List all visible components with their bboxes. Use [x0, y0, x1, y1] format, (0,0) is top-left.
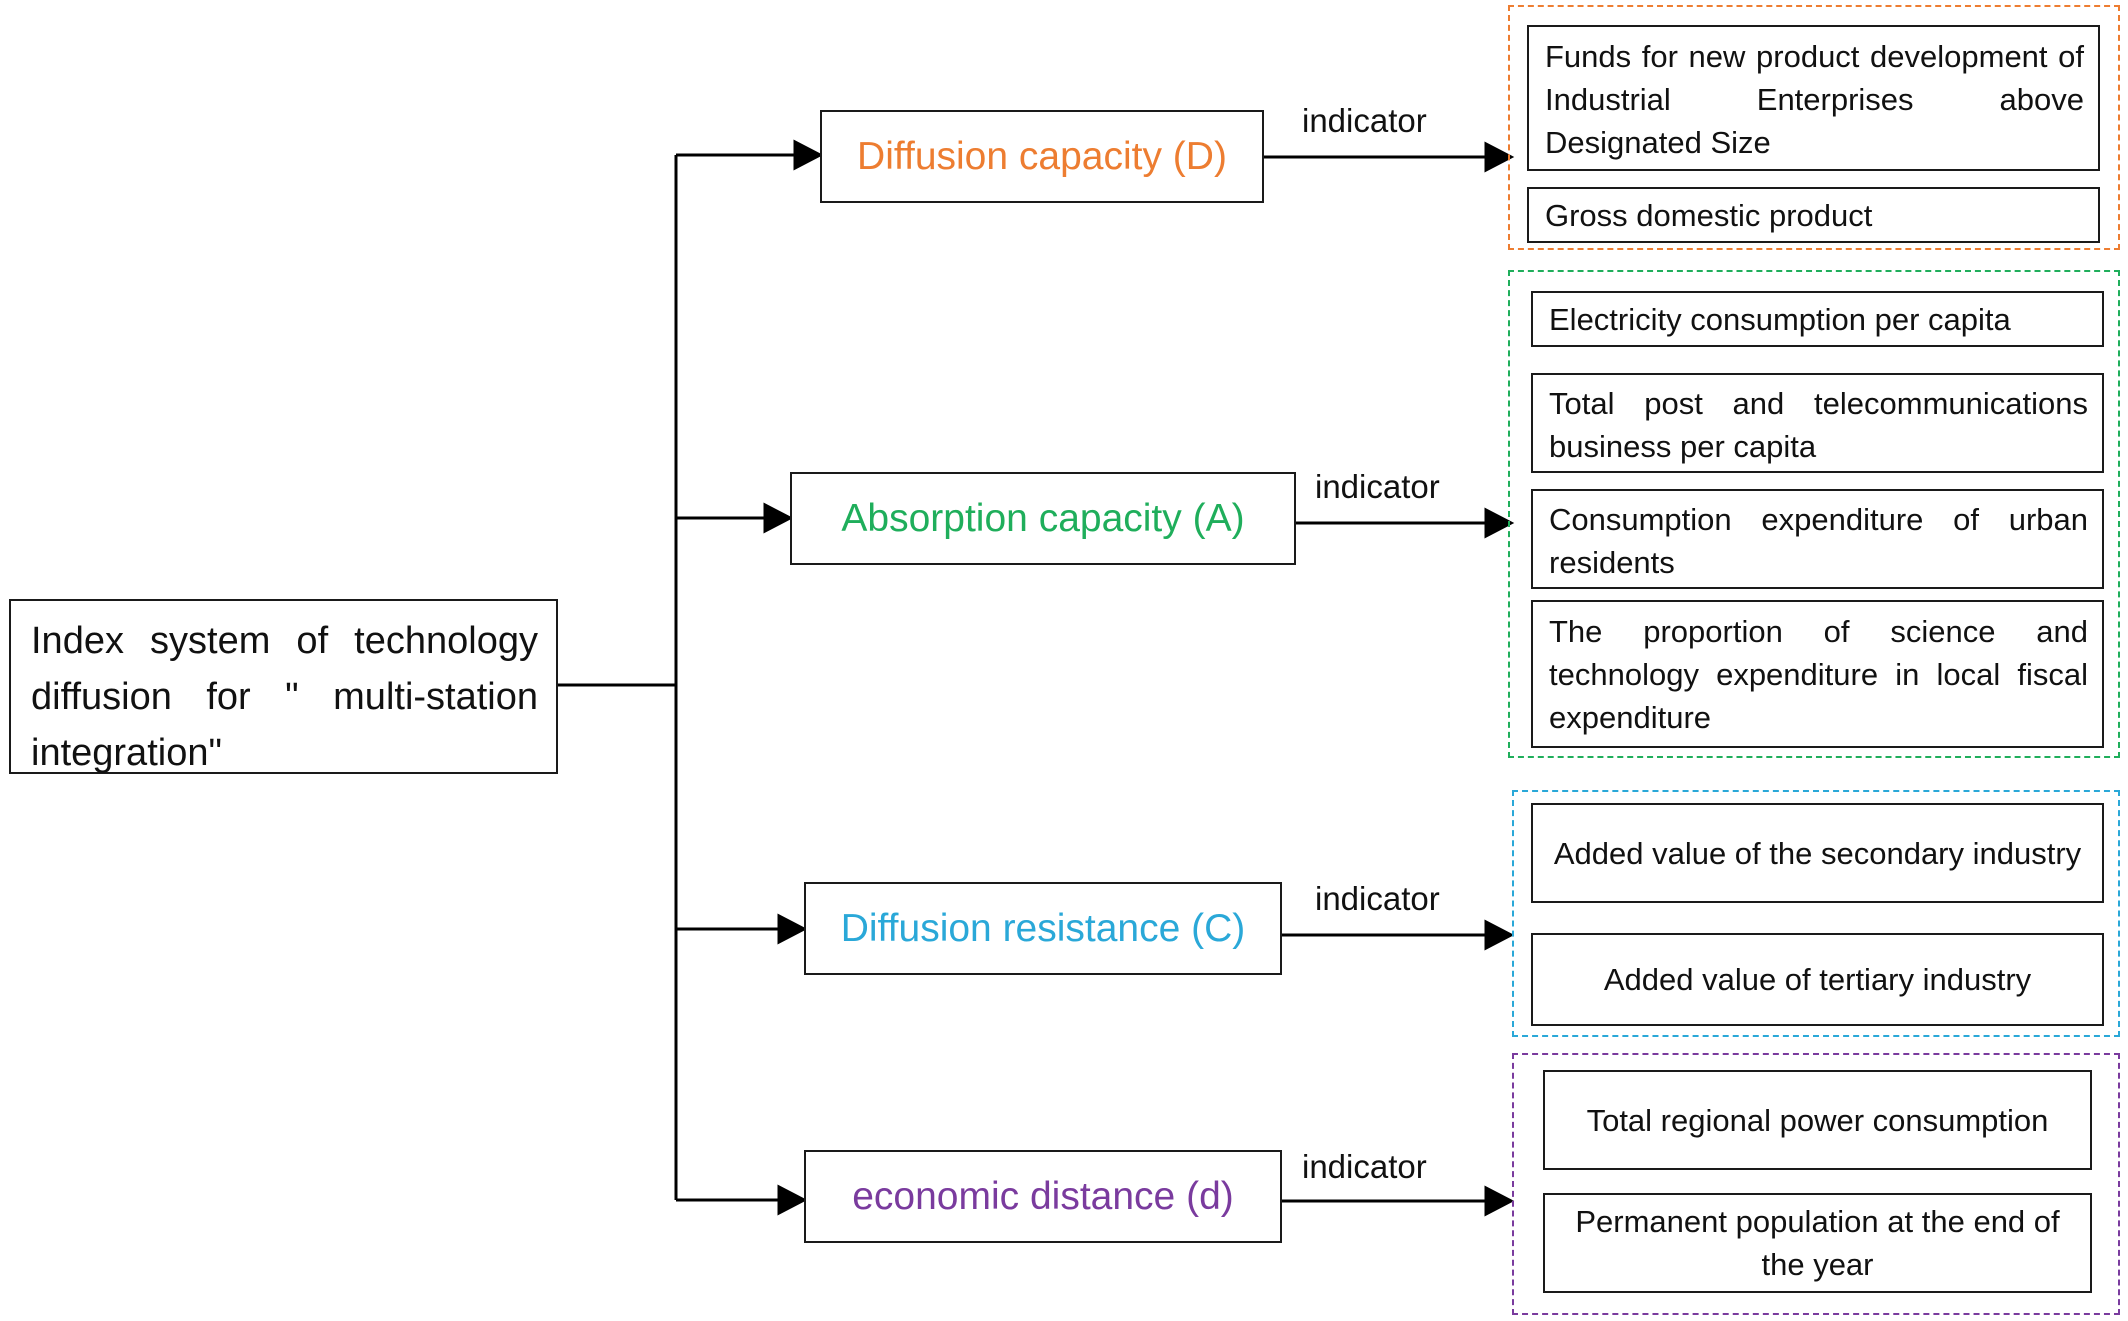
indicator-label: Added value of the secondary industry: [1553, 835, 2082, 871]
indicator-box-electricity-per-capita: Electricity consumption per capita: [1531, 291, 2104, 347]
indicator-label: The proportion of science and technology…: [1549, 614, 2088, 735]
edge-label-absorption-capacity: indicator: [1315, 468, 1440, 505]
indicator-group-diffusion-capacity: [1508, 5, 2120, 250]
indicator-group-absorption-capacity: [1508, 270, 2120, 758]
indicator-arrowhead-diffusion-resistance: [1484, 919, 1515, 951]
indicator-label: Consumption expenditure of urban residen…: [1549, 502, 2088, 580]
indicator-label: Gross domestic product: [1545, 198, 1873, 233]
indicator-box-new-product-funds: Funds for new product development of Ind…: [1527, 25, 2100, 171]
indicator-box-secondary-industry: Added value of the secondary industry: [1531, 803, 2104, 903]
indicator-label: Added value of tertiary industry: [1603, 962, 2032, 997]
indicator-label: Total post and telecommunications busine…: [1549, 386, 2088, 464]
root-node: Index system of technology diffusion for…: [9, 599, 558, 774]
edge-label-diffusion-capacity: indicator: [1302, 102, 1427, 139]
indicator-group-economic-distance: [1512, 1053, 2120, 1315]
indicator-label: Total regional power consumption: [1586, 1102, 2049, 1138]
category-label-diffusion-capacity: Diffusion capacity (D): [857, 134, 1227, 178]
indicator-arrowhead-diffusion-capacity: [1484, 141, 1515, 173]
arrowhead-absorption-capacity: [763, 502, 794, 534]
indicator-box-urban-consumption: Consumption expenditure of urban residen…: [1531, 489, 2104, 589]
category-node-diffusion-resistance: Diffusion resistance (C): [804, 882, 1282, 975]
indicator-box-science-tech-expenditure: The proportion of science and technology…: [1531, 600, 2104, 748]
category-label-absorption-capacity: Absorption capacity (A): [841, 496, 1245, 540]
category-node-diffusion-capacity: Diffusion capacity (D): [820, 110, 1264, 203]
indicator-box-regional-power: Total regional power consumption: [1543, 1070, 2092, 1170]
indicator-box-post-telecom: Total post and telecommunications busine…: [1531, 373, 2104, 473]
category-node-absorption-capacity: Absorption capacity (A): [790, 472, 1296, 565]
indicator-box-tertiary-industry: Added value of tertiary industry: [1531, 933, 2104, 1026]
edge-label-economic-distance: indicator: [1302, 1148, 1427, 1185]
indicator-label: Funds for new product development of Ind…: [1545, 39, 2084, 160]
arrowhead-diffusion-capacity: [793, 139, 824, 171]
edge-label-diffusion-resistance: indicator: [1315, 880, 1440, 917]
indicator-box-permanent-population: Permanent population at the end of the y…: [1543, 1193, 2092, 1293]
indicator-label: Electricity consumption per capita: [1549, 302, 2011, 337]
category-label-diffusion-resistance: Diffusion resistance (C): [840, 906, 1246, 950]
indicator-arrowhead-absorption-capacity: [1484, 507, 1515, 539]
category-label-economic-distance: economic distance (d): [852, 1174, 1234, 1218]
arrowhead-economic-distance: [777, 1184, 808, 1216]
arrowhead-diffusion-resistance: [777, 913, 808, 945]
indicator-box-gdp: Gross domestic product: [1527, 187, 2100, 243]
indicator-arrowhead-economic-distance: [1484, 1185, 1515, 1217]
category-node-economic-distance: economic distance (d): [804, 1150, 1282, 1243]
indicator-group-diffusion-resistance: [1512, 790, 2120, 1037]
root-node-label: Index system of technology diffusion for…: [31, 620, 538, 774]
indicator-label: Permanent population at the end of the y…: [1575, 1204, 2060, 1282]
